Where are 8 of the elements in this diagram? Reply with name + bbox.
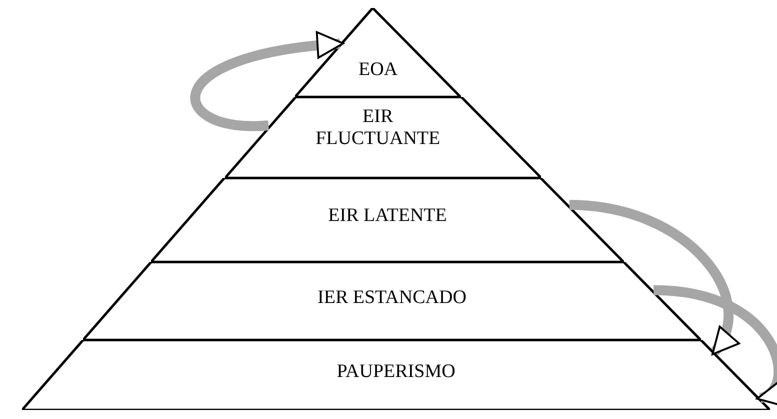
curved-arrow xyxy=(569,200,739,356)
layer-label: EIR LATENTE xyxy=(327,205,448,227)
layer-label: PAUPERISMO xyxy=(336,361,456,383)
layer-label: EOA xyxy=(358,59,399,81)
layer-label: EIR FLUCTUANTE xyxy=(314,106,442,150)
curved-arrow xyxy=(653,285,777,403)
layer-label: IER ESTANCADO xyxy=(316,287,468,309)
curved-arrow xyxy=(190,32,344,131)
